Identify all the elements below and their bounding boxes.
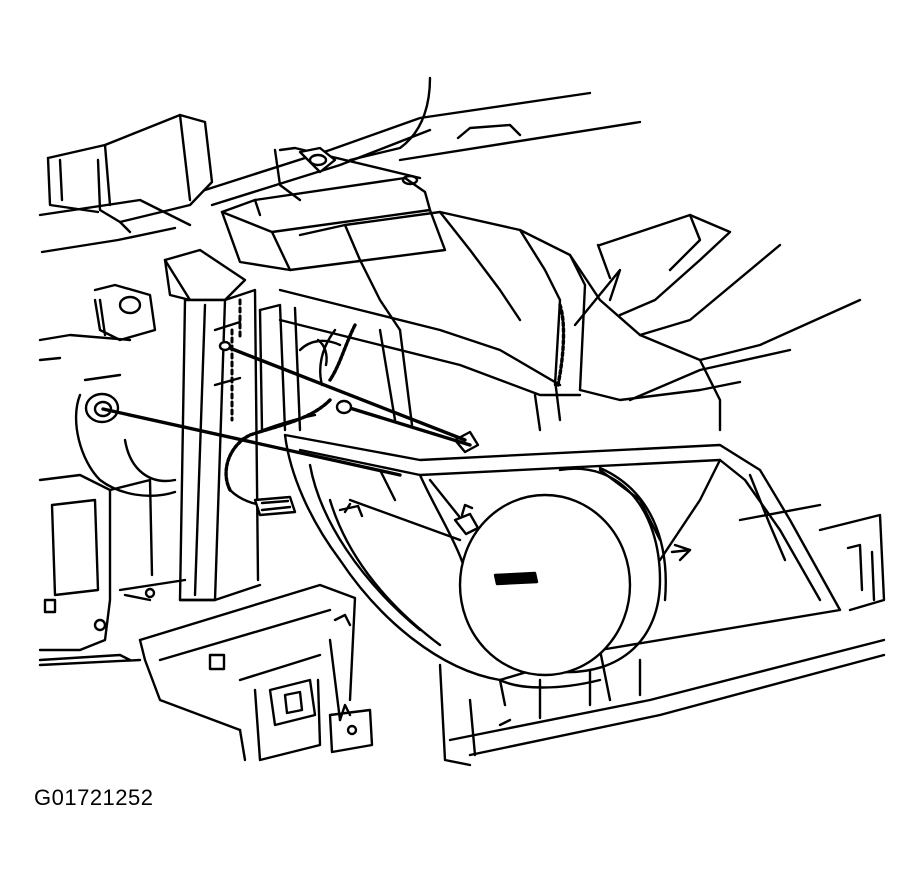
upper-radiator-support	[220, 146, 447, 272]
wiring-harness	[224, 323, 357, 517]
vertical-support-bracket	[118, 248, 262, 602]
hood-and-cowl	[203, 76, 642, 207]
upper-left-body-panel	[38, 113, 214, 254]
inner-housing-ribs	[258, 303, 414, 432]
headlamp-housing-shell	[278, 210, 862, 432]
figure-identifier-label: G01721252	[34, 785, 154, 810]
mounting-guide-lines	[101, 340, 472, 477]
left-lower-frame	[38, 283, 157, 667]
lamp-bulb-reflector	[458, 466, 692, 677]
lower-front-fascia	[438, 513, 886, 767]
lower-radiator-support	[138, 583, 374, 762]
left-mounting-grommet	[74, 373, 177, 497]
